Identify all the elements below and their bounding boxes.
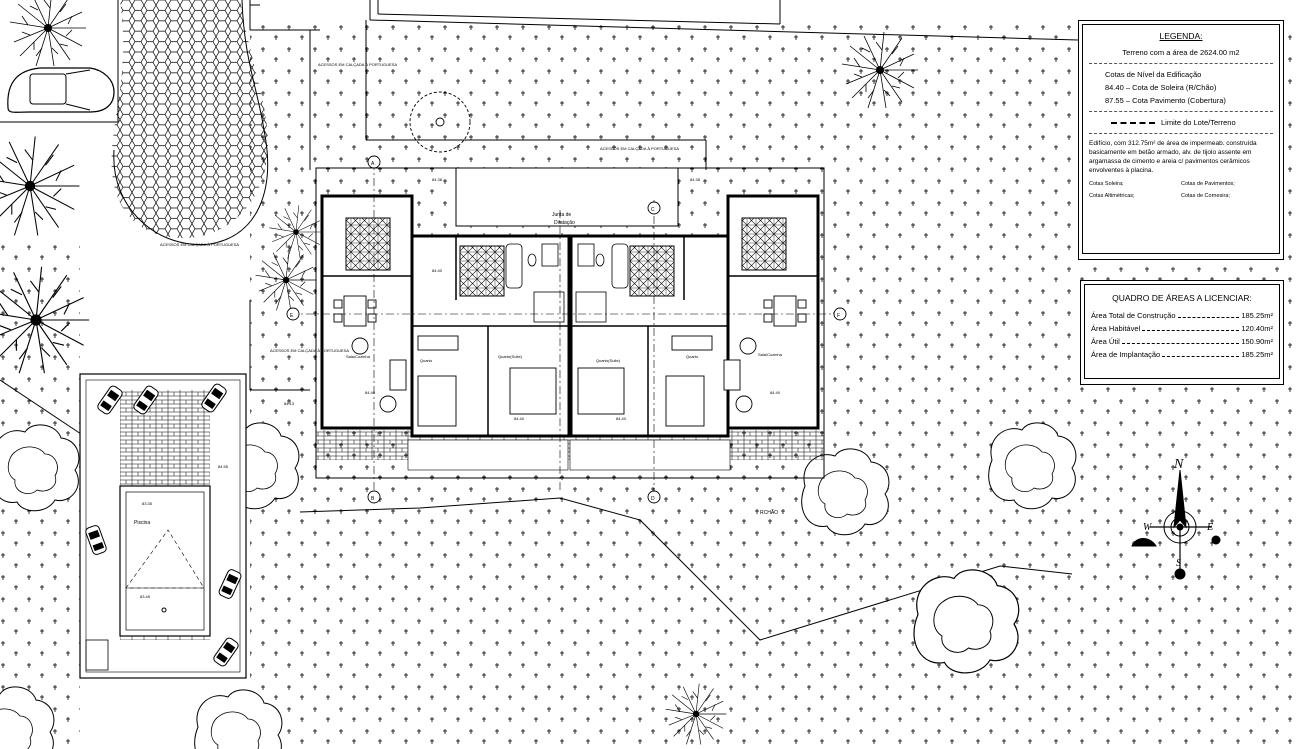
svg-text:84.38: 84.38	[690, 177, 701, 182]
legend-key-soleira: Cotas Soleira;	[1089, 181, 1124, 187]
svg-text:E: E	[290, 313, 294, 319]
compass-west-label: W	[1143, 522, 1153, 533]
svg-text:Dilatação: Dilatação	[554, 220, 575, 226]
svg-text:D: D	[651, 496, 655, 502]
svg-text:84.40: 84.40	[514, 416, 525, 421]
svg-text:F: F	[837, 313, 840, 319]
svg-text:ACESSOS EM CALÇADA À PORTUGUES: ACESSOS EM CALÇADA À PORTUGUESA	[600, 146, 679, 151]
svg-text:ACESSOS EM CALÇADA À PORTUGUES: ACESSOS EM CALÇADA À PORTUGUESA	[160, 242, 239, 247]
svg-text:A: A	[371, 161, 375, 167]
svg-text:ACESSOS EM CALÇADA À PORTUGUES: ACESSOS EM CALÇADA À PORTUGUESA	[318, 62, 397, 67]
legend-panel: LEGENDA: Terreno com a área de 2624.00 m…	[1078, 20, 1284, 260]
boundary-line-sample	[1111, 121, 1155, 124]
legend-level-1: 84.40 – Cota de Soleira (R/Chão)	[1105, 83, 1217, 92]
legend-levels-title: Cotas de Nível da Edificação	[1105, 70, 1202, 79]
svg-text:84.40: 84.40	[365, 390, 376, 395]
svg-text:Sala/Cozinha: Sala/Cozinha	[346, 354, 371, 359]
svg-text:Quarto: Quarto	[686, 354, 699, 359]
areas-title: QUADRO DE ÁREAS A LICENCIAR:	[1112, 293, 1252, 303]
pool-area: Piscina	[79, 373, 247, 679]
svg-text:83.45: 83.45	[140, 594, 151, 599]
legend-limit: Limite do Lote/Terreno	[1161, 118, 1236, 127]
svg-text:84.40: 84.40	[432, 268, 443, 273]
legend-key-altimetricas: Cotas Altimétricas;	[1089, 193, 1135, 199]
svg-text:Piscina: Piscina	[134, 520, 150, 526]
svg-text:84.13: 84.13	[284, 401, 295, 406]
areas-panel: QUADRO DE ÁREAS A LICENCIAR: Área Total …	[1080, 280, 1284, 385]
legend-title: LEGENDA:	[1159, 31, 1203, 41]
svg-text:RCHÃO: RCHÃO	[760, 509, 778, 516]
legend-terrain: Terreno com a área de 2624.00 m2	[1122, 48, 1240, 57]
legend-key-cornesira: Cotas de Cornesira;	[1181, 193, 1230, 199]
svg-text:Quarto(Suite): Quarto(Suite)	[596, 358, 621, 363]
svg-text:84.40: 84.40	[770, 390, 781, 395]
svg-text:Sala/Cozinha: Sala/Cozinha	[758, 352, 783, 357]
building-plan: A B C D E F Sala/Cozinha Quarto Quarto(S…	[140, 62, 847, 599]
svg-text:84.38: 84.38	[432, 177, 443, 182]
car-top-left	[7, 67, 115, 113]
svg-text:B: B	[371, 496, 375, 502]
compass-east-label: E	[1206, 522, 1213, 533]
svg-text:Junta de: Junta de	[552, 212, 571, 218]
svg-text:84.55: 84.55	[218, 464, 229, 469]
svg-text:C: C	[651, 207, 655, 213]
legend-level-2: 87.55 – Cota Pavimento (Cobertura)	[1105, 96, 1226, 105]
compass-south-label: S	[1176, 558, 1181, 569]
legend-key-pavimentos: Cotas de Pavimentos;	[1181, 181, 1235, 187]
legend-description: Edifício, com 312.75m² de área de imperm…	[1089, 140, 1257, 174]
svg-text:83.35: 83.35	[142, 501, 153, 506]
svg-text:Quarto: Quarto	[420, 358, 433, 363]
svg-text:Quarto(Suite): Quarto(Suite)	[498, 354, 523, 359]
compass-north-label: N	[1173, 457, 1184, 472]
north-compass	[1131, 469, 1221, 580]
svg-text:84.40: 84.40	[616, 416, 627, 421]
svg-text:ACESSOS EM CALÇADA À PORTUGUES: ACESSOS EM CALÇADA À PORTUGUESA	[270, 348, 349, 353]
